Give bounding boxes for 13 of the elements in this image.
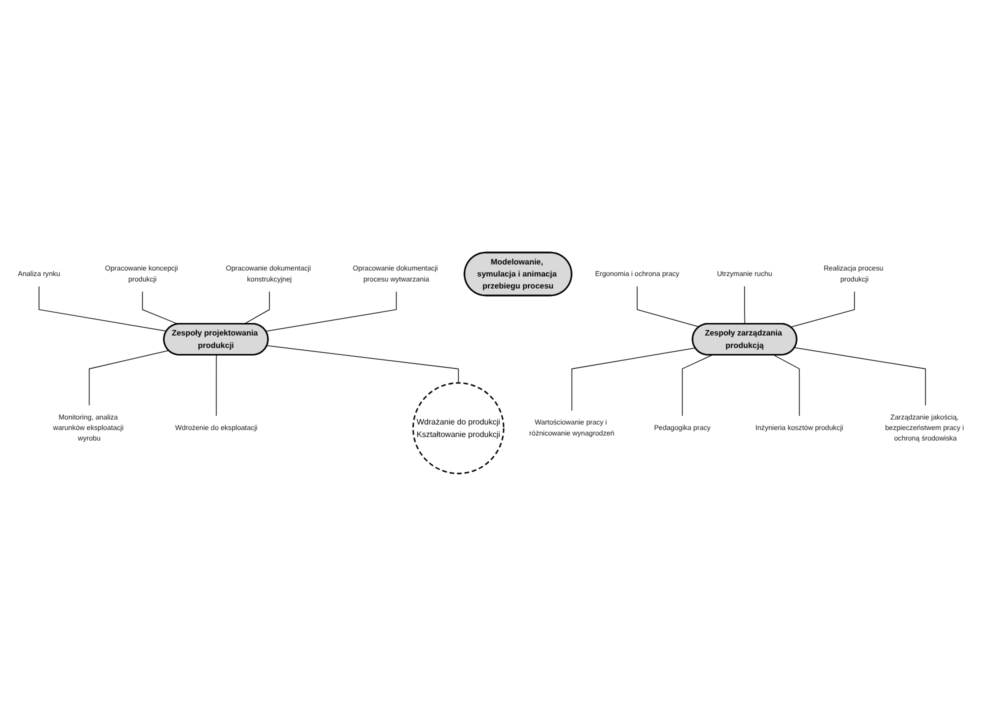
connector (266, 291, 397, 332)
connector (682, 354, 713, 416)
connector (636, 286, 700, 328)
connector (790, 291, 855, 328)
connector (571, 348, 696, 411)
connector (266, 345, 459, 384)
connector (744, 286, 746, 324)
connector (794, 347, 926, 406)
connector (38, 286, 167, 332)
connector (88, 350, 170, 406)
connector (773, 354, 800, 416)
connector (216, 354, 217, 416)
connector (142, 291, 178, 324)
